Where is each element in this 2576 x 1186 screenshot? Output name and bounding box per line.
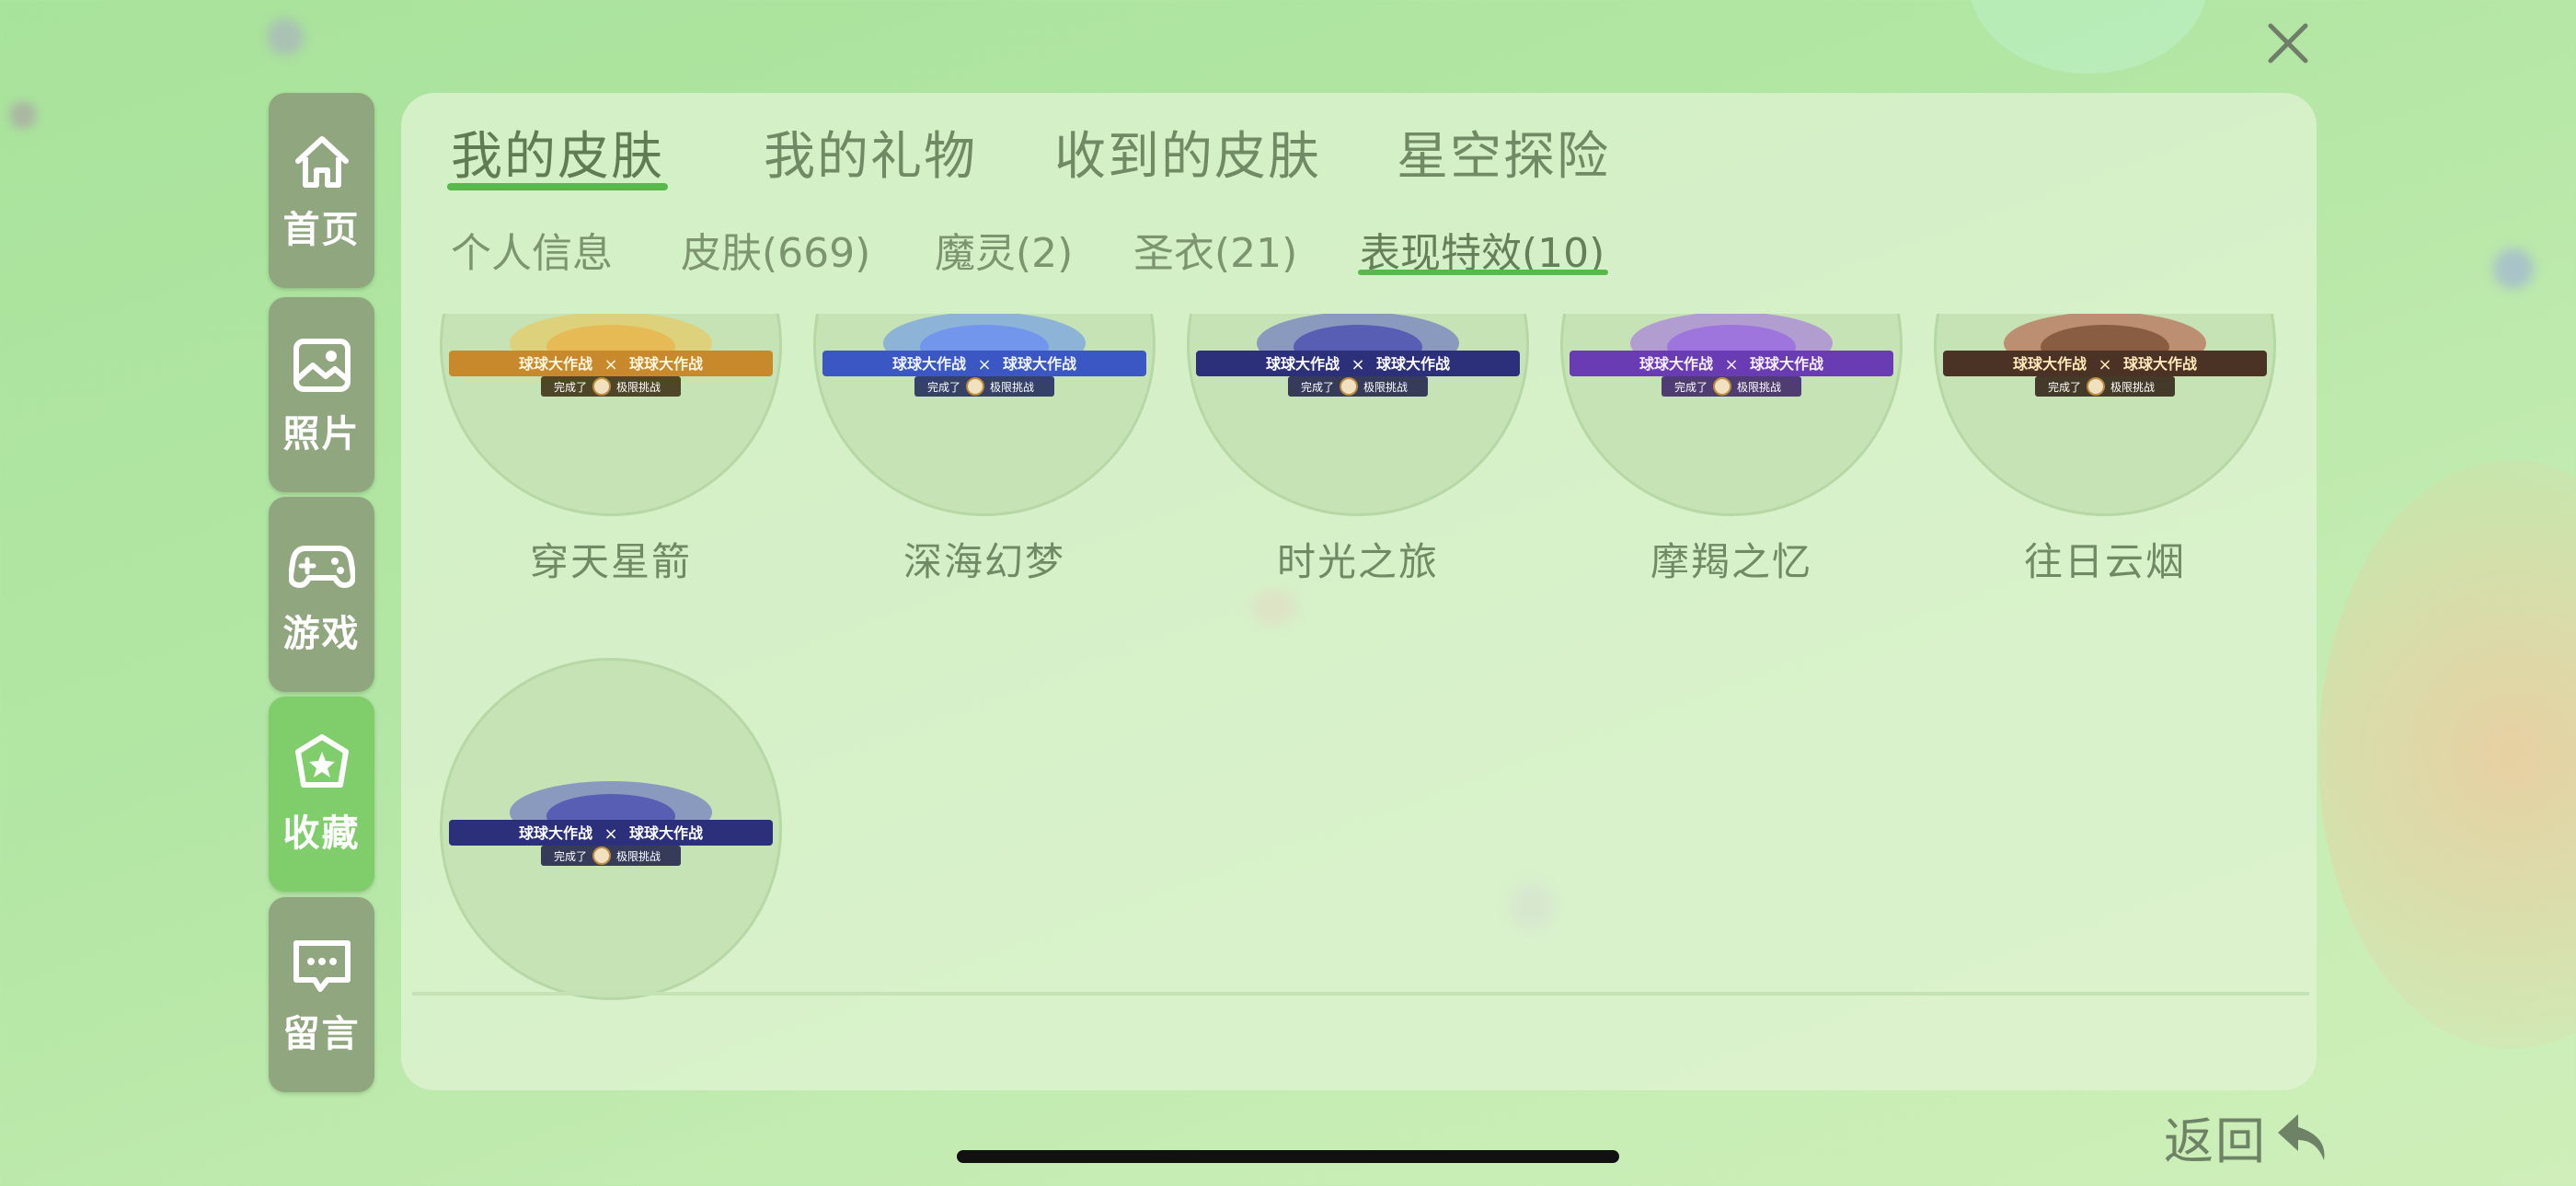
effect-name: 往日云烟 xyxy=(2023,539,2186,584)
badge-left-text: 球球大作战 xyxy=(1639,355,1713,373)
badge-medal-icon xyxy=(2087,377,2105,396)
badge-right-text: 球球大作战 xyxy=(1376,355,1450,373)
background-bokeh xyxy=(2493,248,2534,289)
sidebar-item-games[interactable]: 游戏 xyxy=(269,497,374,692)
badge-ribbon xyxy=(822,351,1146,376)
badge-medal-icon xyxy=(1713,377,1731,396)
effect-name: 时光之旅 xyxy=(1276,539,1439,584)
sidebar-item-label: 留言 xyxy=(282,1013,361,1055)
background-bokeh xyxy=(1969,0,2208,74)
tab-received-skins[interactable]: 收到的皮肤 xyxy=(1054,127,1321,187)
back-label: 返回 xyxy=(2164,1112,2267,1170)
effect-name: 穿天星箭 xyxy=(529,539,692,584)
tab-my-gifts[interactable]: 我的礼物 xyxy=(764,127,977,187)
badge-sub-text: 极限挑战 xyxy=(1737,381,1781,394)
sidebar-item-label: 游戏 xyxy=(282,613,361,655)
badge-separator: × xyxy=(1724,355,1738,374)
back-button[interactable]: 返回 xyxy=(2164,1100,2335,1173)
effect-card[interactable]: 球球大作战 × 球球大作战完成了 极限挑战 穿天星箭 xyxy=(440,314,782,597)
badge-medal-icon xyxy=(966,377,984,396)
badge-separator: × xyxy=(2098,355,2111,374)
message-icon xyxy=(293,940,351,992)
badge-left-text: 球球大作战 xyxy=(519,824,592,842)
background-bokeh xyxy=(267,18,304,55)
effect-card[interactable]: 球球大作战 × 球球大作战完成了 极限挑战 往日云烟 xyxy=(1934,314,2276,597)
tab-active-underline xyxy=(447,183,668,190)
sidebar-item-home[interactable]: 首页 xyxy=(269,93,374,288)
background-bokeh xyxy=(2318,460,2576,1049)
effect-card[interactable]: 球球大作战 × 球球大作战完成了 极限挑战 深海幻梦 xyxy=(813,314,1156,597)
subtab-armor[interactable]: 圣衣(21) xyxy=(1133,230,1298,277)
sidebar-item-label: 照片 xyxy=(282,413,361,455)
badge-right-text: 球球大作战 xyxy=(629,824,703,842)
badge-right-text: 球球大作战 xyxy=(1750,355,1823,373)
close-button[interactable] xyxy=(2265,20,2311,66)
badge-medal-icon xyxy=(1340,377,1358,396)
effect-card[interactable]: 球球大作战 × 球球大作战完成了 极限挑战 摩羯之忆 xyxy=(1560,314,1903,597)
list-divider xyxy=(412,992,2309,996)
subtab-skins[interactable]: 皮肤(669) xyxy=(681,230,871,277)
tab-star-adventure[interactable]: 星空探险 xyxy=(1397,127,1610,187)
badge-right-text: 球球大作战 xyxy=(2123,355,2197,373)
badge-sub-text: 极限挑战 xyxy=(2110,381,2155,394)
badge-sub-text: 极限挑战 xyxy=(616,850,661,863)
badge-sub-text: 完成了 xyxy=(1674,380,1708,394)
badge-right-text: 球球大作战 xyxy=(1003,355,1076,373)
subtab-profile[interactable]: 个人信息 xyxy=(451,230,613,277)
gamepad-icon xyxy=(288,546,355,588)
badge-left-text: 球球大作战 xyxy=(1266,355,1340,373)
subtab-spirits[interactable]: 魔灵(2) xyxy=(935,230,1074,277)
effects-grid: 球球大作战×球球大作战完成了极限挑战 穿天星箭 球球大作战×球球大作战完成了极限… xyxy=(401,314,2317,1087)
effect-card[interactable]: 球球大作战 × 球球大作战完成了 极限挑战 xyxy=(440,658,782,1026)
main-panel: 我的皮肤 我的礼物 收到的皮肤 星空探险 个人信息 皮肤(669) 魔灵(2) … xyxy=(401,93,2317,1090)
sidebar-item-label: 收藏 xyxy=(282,812,361,855)
badge-ribbon xyxy=(449,820,773,846)
badge-sub-text: 完成了 xyxy=(927,380,960,394)
badge-ribbon xyxy=(449,351,773,376)
home-indicator xyxy=(957,1150,1619,1163)
badge-sub-text: 完成了 xyxy=(554,849,587,863)
badge-separator: × xyxy=(604,824,617,844)
tab-my-skins[interactable]: 我的皮肤 xyxy=(451,127,664,187)
badge-separator: × xyxy=(1351,355,1364,374)
badge-sub-text: 极限挑战 xyxy=(616,381,661,394)
badge-sub-text: 完成了 xyxy=(554,380,587,394)
badge-ribbon xyxy=(1943,351,2267,376)
sidebar-item-label: 首页 xyxy=(282,209,361,251)
photo-icon xyxy=(293,339,351,392)
badge-medal-icon xyxy=(592,846,611,865)
effect-name: 深海幻梦 xyxy=(903,539,1065,584)
back-arrow-icon xyxy=(2278,1113,2325,1160)
badge-sub-text: 完成了 xyxy=(2048,380,2081,394)
sidebar-item-messages[interactable]: 留言 xyxy=(269,897,374,1092)
effect-name: 摩羯之忆 xyxy=(1650,539,1812,584)
badge-sub-text: 极限挑战 xyxy=(990,381,1034,394)
badge-ribbon xyxy=(1570,351,1893,376)
effect-card[interactable]: 球球大作战 × 球球大作战完成了 极限挑战 时光之旅 xyxy=(1187,314,1529,597)
badge-separator: × xyxy=(604,355,617,374)
badge-left-text: 球球大作战 xyxy=(892,355,966,373)
sidebar-item-favorites[interactable]: 收藏 xyxy=(269,697,374,892)
badge-left-text: 球球大作战 xyxy=(2013,355,2087,373)
badge-medal-icon xyxy=(592,377,611,396)
close-icon xyxy=(2268,23,2308,63)
badge-separator: × xyxy=(977,355,991,374)
home-icon xyxy=(294,136,349,188)
subtab-effects[interactable]: 表现特效(10) xyxy=(1360,230,1605,277)
star-badge-icon xyxy=(294,734,349,788)
badge-left-text: 球球大作战 xyxy=(519,355,592,373)
badge-ribbon xyxy=(1196,351,1520,376)
subtab-active-underline xyxy=(1358,270,1608,275)
background-bokeh xyxy=(9,101,37,129)
sidebar-item-photos[interactable]: 照片 xyxy=(269,297,374,492)
badge-sub-text: 极限挑战 xyxy=(1363,381,1408,394)
badge-right-text: 球球大作战 xyxy=(629,355,703,373)
badge-sub-text: 完成了 xyxy=(1301,380,1334,394)
